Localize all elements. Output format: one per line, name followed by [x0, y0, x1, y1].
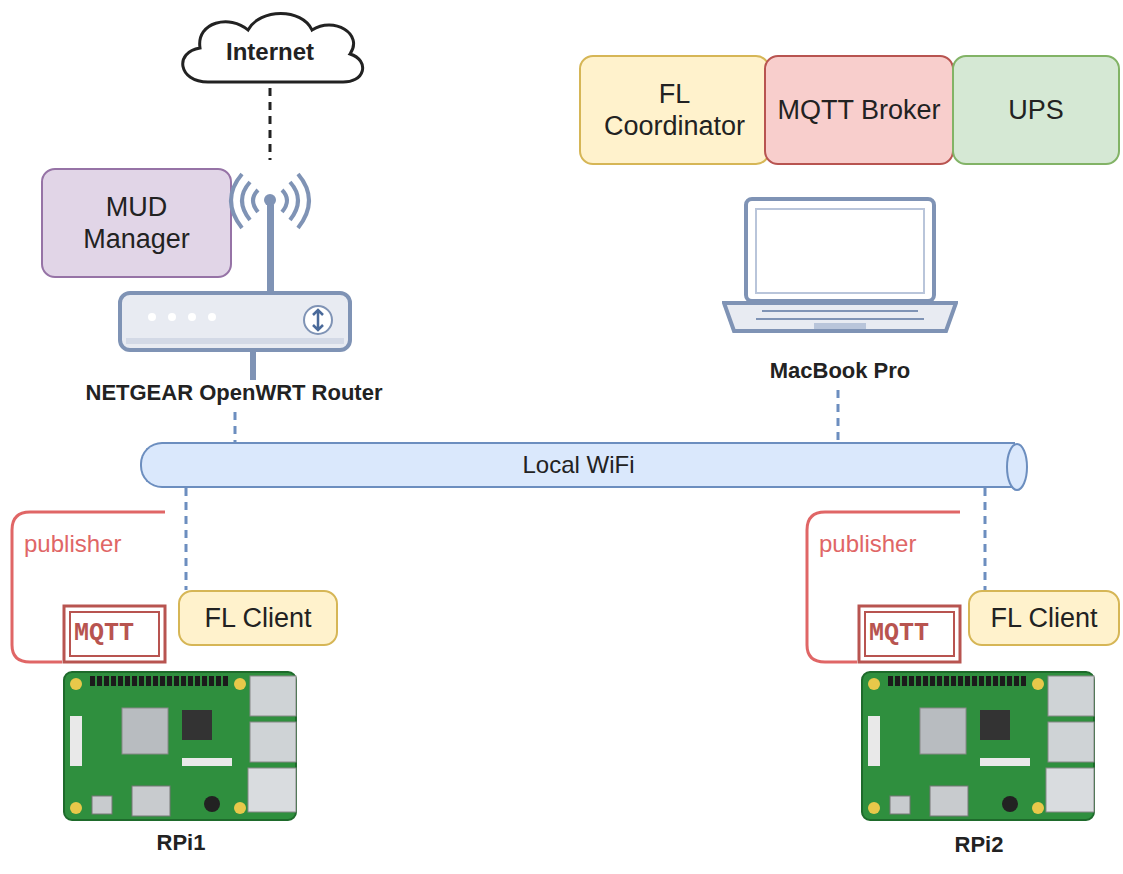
dashed-connector: [985, 488, 986, 590]
mqtt-logo-text: MQTT: [869, 619, 929, 648]
device-node: RPi2: [860, 668, 1098, 866]
node-label: UPS: [1000, 90, 1072, 130]
band-end-cap: [1005, 442, 1029, 492]
dashed-connector: [186, 488, 187, 590]
node-caption: MacBook Pro: [722, 358, 958, 384]
mqtt-logo-frame: [859, 606, 960, 662]
publisher-bracket: [12, 512, 165, 662]
dashed-connector: [235, 412, 236, 442]
cloud-node: Internet: [170, 8, 370, 88]
raspberry-pi-board: [62, 668, 300, 823]
device-node: RPi1: [62, 668, 300, 864]
publisher-label: publisher: [819, 530, 916, 558]
process-box: FL Client: [178, 590, 338, 646]
mqtt-logo-frame: [64, 606, 165, 662]
node-caption: NETGEAR OpenWRT Router: [20, 380, 448, 406]
node-caption: Internet: [170, 38, 370, 66]
node-label: FL Coordinator: [581, 74, 768, 147]
process-box: MQTT Broker: [764, 55, 954, 165]
node-label: MUD Manager: [43, 187, 230, 260]
node-label: MQTT Broker: [769, 90, 948, 130]
node-label: FL Client: [982, 598, 1105, 638]
process-box: FL Coordinator: [579, 55, 770, 165]
dashed-connector: [838, 390, 839, 442]
process-box: MUD Manager: [41, 168, 232, 278]
network-band: Local WiFi: [140, 442, 1015, 488]
laptop-node: MacBook Pro: [722, 195, 958, 390]
raspberry-pi-board: [860, 668, 1098, 823]
router-icon: [20, 160, 448, 412]
node-caption: RPi1: [62, 830, 300, 856]
router-node: NETGEAR OpenWRT Router: [20, 160, 448, 412]
mqtt-logo-text: MQTT: [74, 619, 134, 648]
process-box: UPS: [952, 55, 1120, 165]
process-box: FL Client: [968, 590, 1120, 646]
node-label: FL Client: [196, 598, 319, 638]
node-label: Local WiFi: [522, 451, 634, 479]
mqtt-logo-frame: [70, 612, 159, 656]
node-caption: RPi2: [860, 832, 1098, 858]
mqtt-logo-frame: [865, 612, 954, 656]
publisher-label: publisher: [24, 530, 121, 558]
dashed-connector: [270, 88, 271, 160]
publisher-bracket: [807, 512, 960, 662]
